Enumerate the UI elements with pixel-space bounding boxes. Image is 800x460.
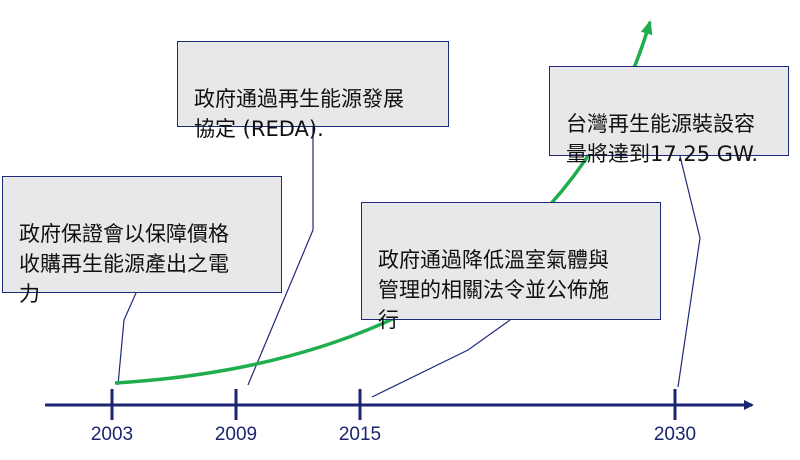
leader-line-2015 — [371, 319, 511, 398]
callout-feed-in-tariff-text: 政府保證會以保障價格 收購再生能源產出之電 力 — [19, 222, 229, 306]
callout-reda-text: 政府通過再生能源發展 協定 (REDA). — [194, 87, 404, 141]
callout-2030-target: 台灣再生能源裝設容 量將達到17.25 GW. — [549, 66, 789, 166]
year-label-2015: 2015 — [338, 424, 382, 445]
callout-feed-in-tariff: 政府保證會以保障價格 收購再生能源產出之電 力 — [2, 176, 282, 306]
leader-line-2009 — [247, 127, 314, 386]
callout-2030-target-text: 台灣再生能源裝設容 量將達到17.25 GW. — [566, 112, 759, 166]
leader-line-2030 — [677, 155, 701, 388]
year-label-2003: 2003 — [90, 424, 134, 445]
year-label-2030: 2030 — [653, 424, 697, 445]
callout-ghg-act: 政府通過降低溫室氣體與 管理的相關法令並公佈施 行 — [361, 202, 661, 332]
callout-reda: 政府通過再生能源發展 協定 (REDA). — [177, 41, 449, 141]
callout-ghg-act-text: 政府通過降低溫室氣體與 管理的相關法令並公佈施 行 — [378, 248, 609, 332]
leader-line-2003 — [117, 292, 137, 386]
year-label-2009: 2009 — [214, 424, 258, 445]
